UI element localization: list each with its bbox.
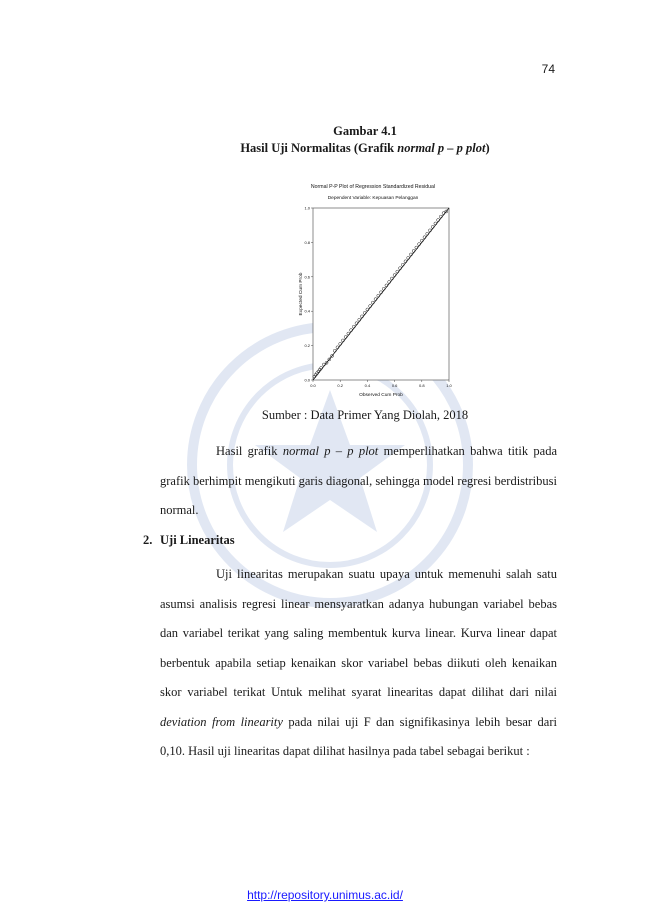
data-point [395,269,400,274]
data-point [327,357,332,362]
data-point [324,361,329,365]
figure-label: Gambar 4.1 [333,124,397,138]
data-point [322,362,326,367]
data-point [365,307,370,312]
data-point [346,331,351,336]
y-axis-label: Expected Cum Prob [298,272,304,315]
data-point [349,328,353,332]
data-point [376,293,381,298]
figure-source: Sumber : Data Primer Yang Diolah, 2018 [261,408,469,422]
y-tick-label: 0.0 [304,378,310,383]
data-point [335,345,340,350]
data-point [341,338,345,343]
data-point [352,324,356,329]
data-point [398,266,402,270]
data-point [428,228,432,233]
data-point [401,263,405,267]
y-tick-label: 0.6 [304,274,310,279]
y-tick-label: 0.2 [304,343,310,348]
paragraph-linearity: Uji linearitas merupakan suatu upaya unt… [160,567,557,758]
y-tick-label: 0.4 [304,309,310,314]
data-point [387,280,391,284]
data-point [362,311,367,315]
data-point [422,235,427,239]
data-point [360,314,364,319]
data-point [390,276,394,281]
x-tick-label: 0.6 [392,383,398,388]
x-tick-label: 0.0 [310,383,316,388]
data-point [420,238,424,243]
data-point [338,342,342,346]
data-point [392,273,397,277]
figure-caption: Gambar 4.1 Hasil Uji Normalitas (Grafik … [0,123,650,157]
data-point [436,218,440,222]
data-point [425,232,429,236]
data-point [406,256,410,260]
data-point [441,211,446,215]
x-tick-label: 0.4 [365,383,371,388]
page-number: 74 [541,62,555,76]
pp-plot-svg: Normal P-P Plot of Regression Standardiz… [298,184,453,398]
data-point [403,259,408,264]
data-point [354,321,359,325]
x-tick-label: 0.8 [419,383,425,388]
figure-title: Hasil Uji Normalitas (Grafik normal p – … [240,141,490,155]
data-point [381,287,386,291]
x-tick-label: 0.2 [337,383,343,388]
data-point [414,245,419,250]
data-point [357,318,361,322]
data-point [343,335,348,339]
data-point [417,242,421,246]
section-heading: 2.Uji Linearitas [143,533,235,547]
paragraph-normality-result: Hasil grafik normal p – p plot memperlih… [160,444,558,517]
x-tick-label: 1.0 [446,383,452,388]
chart-subtitle: Dependent Variable: Kepuasan Pelanggan [328,195,419,201]
data-point [330,354,334,358]
chart-title: Normal P-P Plot of Regression Standardiz… [311,184,435,190]
pp-plot-chart: Normal P-P Plot of Regression Standardiz… [293,180,453,400]
y-tick-label: 0.8 [304,240,310,245]
data-point [384,283,389,288]
repository-link[interactable]: http://repository.unimus.ac.id/ [247,888,403,902]
data-point [371,300,375,305]
data-point [373,297,378,301]
data-point [411,249,416,253]
data-point [319,366,323,370]
data-point [433,221,438,226]
data-point [430,225,435,229]
data-point [368,304,372,308]
y-tick-label: 1.0 [304,206,310,211]
data-point [439,214,443,219]
data-point [409,252,413,257]
data-point [379,290,383,295]
data-point [333,349,337,353]
x-axis-label: Observed Cum Prob [359,392,403,398]
data-point [444,209,449,214]
